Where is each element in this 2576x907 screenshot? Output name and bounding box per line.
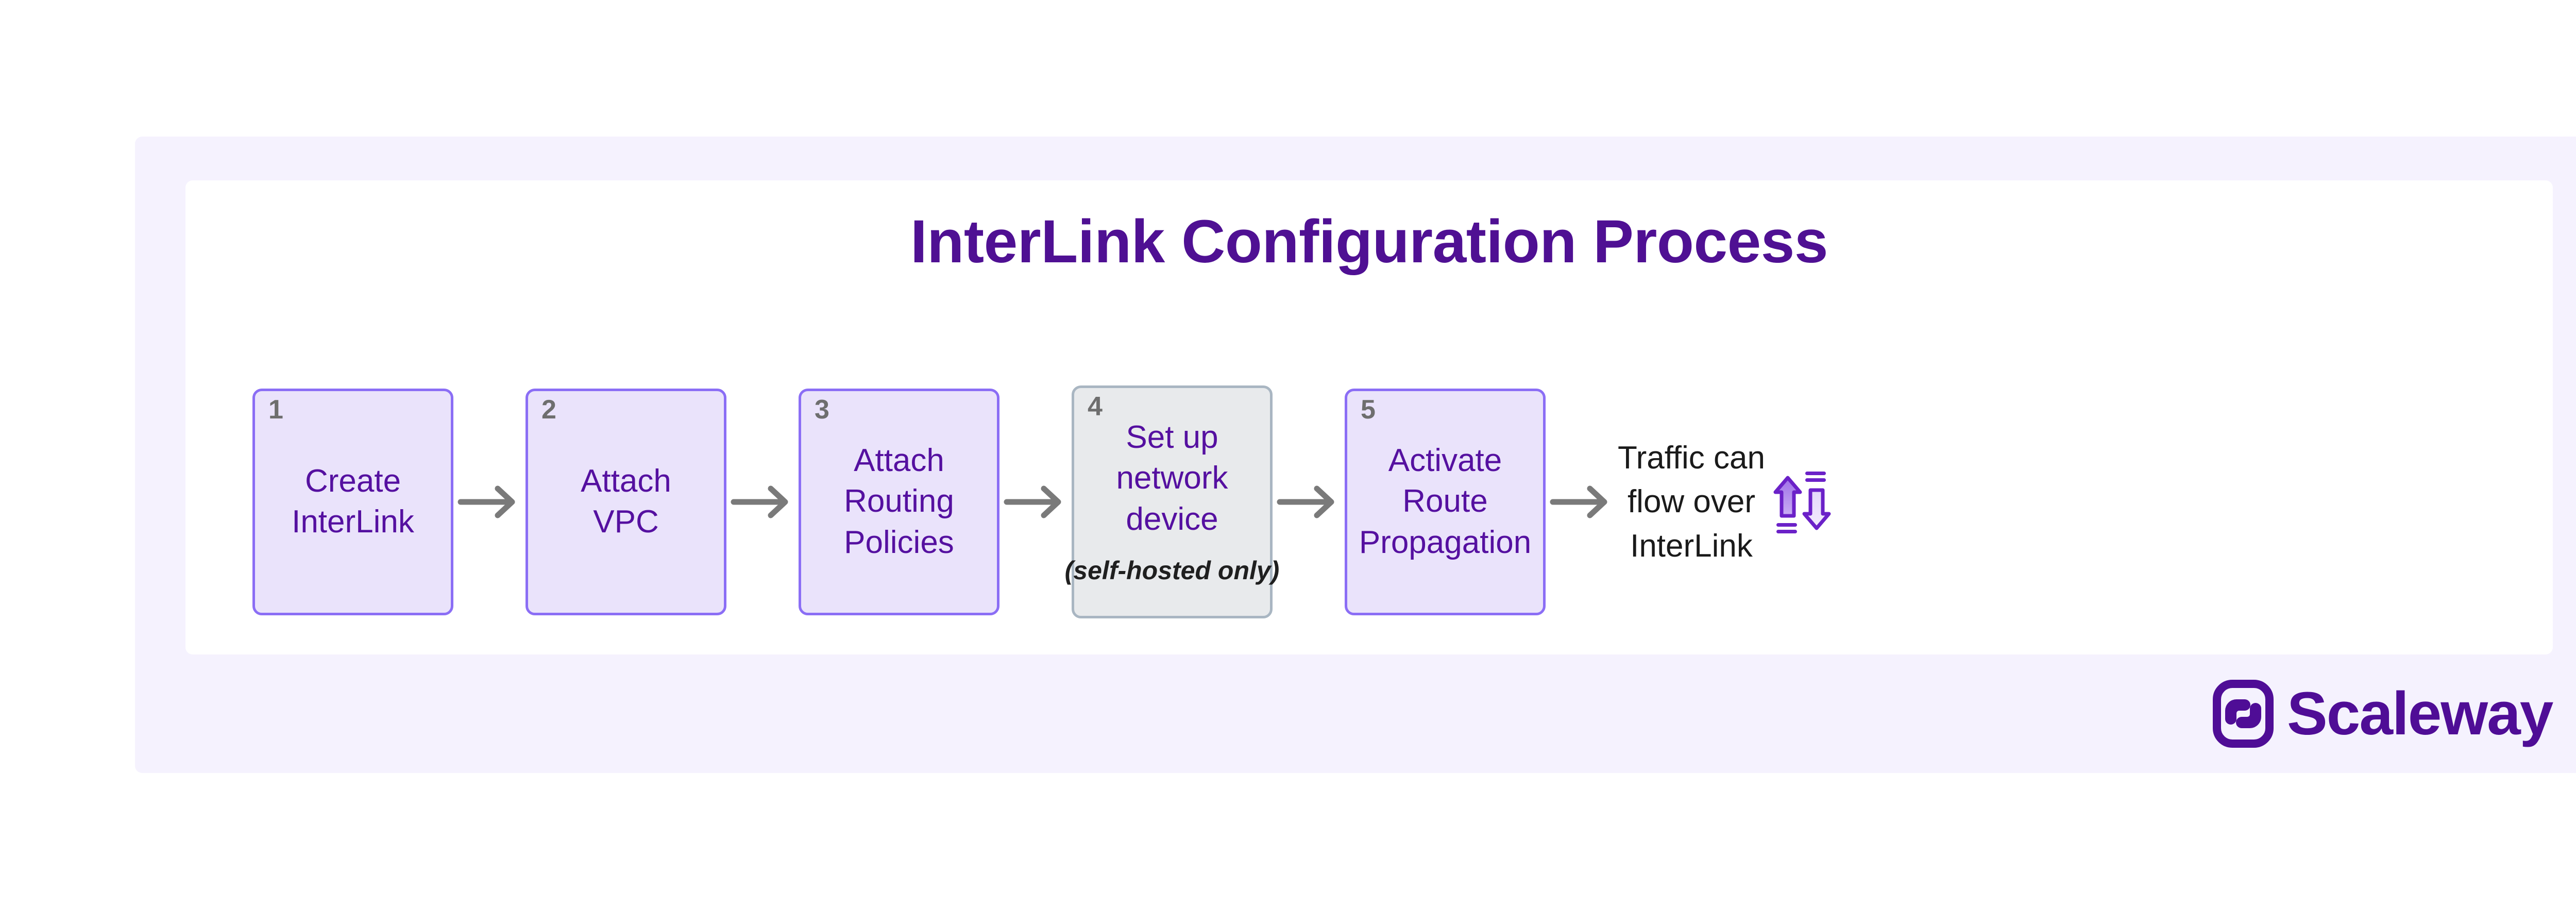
arrow-right-icon bbox=[453, 479, 526, 525]
arrow-right-icon bbox=[999, 479, 1072, 525]
page-title: InterLink Configuration Process bbox=[910, 208, 1828, 276]
step-number-1: 1 bbox=[268, 395, 283, 425]
step-label-3: Attach Routing Policies bbox=[844, 442, 954, 560]
scaleway-wordmark: Scaleway bbox=[2287, 680, 2553, 748]
step-number-4: 4 bbox=[1088, 392, 1103, 422]
scaleway-logo: Scaleway bbox=[2213, 678, 2553, 750]
step-label-5: Activate Route Propagation bbox=[1359, 442, 1532, 560]
arrow-right-icon bbox=[1546, 479, 1618, 525]
step-number-2: 2 bbox=[541, 395, 556, 425]
step-label-2: Attach VPC bbox=[581, 463, 671, 540]
step-label-1: Create InterLink bbox=[292, 463, 414, 540]
step-label-4: Set up network device bbox=[1116, 419, 1228, 537]
scaleway-logo-mark bbox=[2213, 680, 2274, 748]
step-number-5: 5 bbox=[1361, 395, 1376, 425]
step-note-4: (self-hosted only) bbox=[1064, 556, 1280, 585]
up-down-arrows-icon bbox=[1770, 468, 1832, 535]
traffic-caption-text: Traffic can flow over InterLink bbox=[1618, 440, 1765, 564]
arrow-right-icon bbox=[1273, 479, 1345, 525]
arrow-right-icon bbox=[726, 479, 799, 525]
step-number-3: 3 bbox=[815, 395, 829, 425]
traffic-caption: Traffic can flow over InterLink bbox=[1618, 436, 1832, 568]
